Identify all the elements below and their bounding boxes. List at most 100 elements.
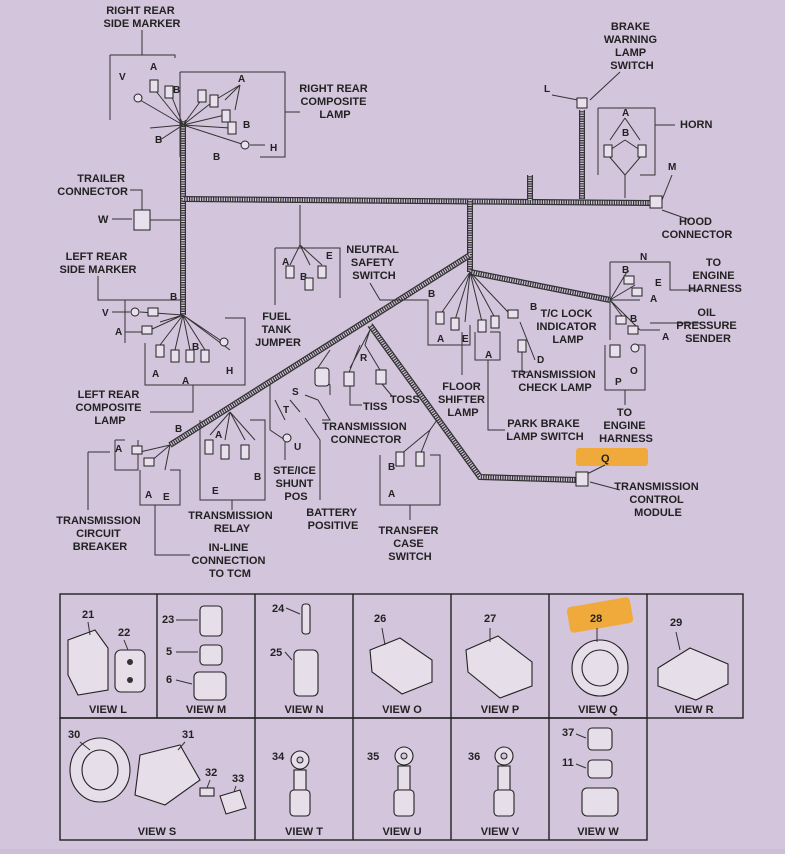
label-to-engine-harness-bottom: TO ENGINE HARNESS	[599, 407, 653, 445]
letter-lrcl-b: B	[192, 342, 199, 353]
part-34-number: 34	[272, 751, 285, 763]
part-31-number: 31	[182, 729, 194, 741]
label-transmission-circuit-breaker: TRANSMISSION CIRCUIT BREAKER	[56, 515, 143, 553]
transfer-case-group: B A TRANSFER CASE SWITCH	[379, 419, 442, 563]
letter-lrsm-v: V	[102, 308, 109, 319]
letter-tcl-b: B	[530, 302, 537, 313]
floor-shifter-group: A FLOOR SHIFTER LAMP PARK BRAKE LAMP SWI…	[438, 331, 584, 443]
letter-fsl-a: A	[485, 350, 492, 361]
view-n-cell: VIEW N 24 25	[270, 603, 324, 716]
label-tc-lock-indicator-lamp: T/C LOCK INDICATOR LAMP	[536, 308, 599, 346]
part-35-number: 35	[367, 751, 379, 763]
view-m-label: VIEW M	[186, 704, 226, 716]
tc-lock-group: B T/C LOCK INDICATOR LAMP D TRANSMISSION…	[507, 302, 599, 394]
trans-relay-group: A B E TRANSMISSION RELAY A B A E TRANSMI…	[56, 411, 273, 580]
letter-eng-a2: A	[662, 332, 669, 343]
letter-rrsm-a: A	[150, 62, 157, 73]
part-22-number: 22	[118, 627, 130, 639]
label-right-rear-side-marker: RIGHT REAR SIDE MARKER	[103, 5, 180, 30]
letter-lrcl-h: H	[226, 366, 233, 377]
letter-hood-m: M	[668, 162, 676, 173]
letter-trailer-w: W	[98, 214, 109, 226]
view-n-label: VIEW N	[284, 704, 323, 716]
label-hood-connector: HOOD CONNECTOR	[662, 216, 733, 241]
part-26-number: 26	[374, 613, 386, 625]
label-toss: TOSS	[390, 394, 420, 406]
label-transmission-connector: TRANSMISSION CONNECTOR	[322, 421, 409, 446]
letter-rrcl-h: H	[270, 143, 277, 154]
view-w-cell: VIEW W 37 11	[562, 727, 619, 838]
view-u-cell: VIEW U 35	[367, 746, 422, 838]
letter-nss-e: E	[462, 334, 469, 345]
label-floor-shifter-lamp: FLOOR SHIFTER LAMP	[438, 381, 488, 419]
letter-relay-e: E	[212, 486, 219, 497]
engine-harness-group: TO ENGINE HARNESS N B E A B A OIL PRESSU…	[599, 252, 742, 445]
view-o-cell: VIEW O 26	[369, 613, 433, 716]
view-l-cell: VIEW L 21 22	[67, 609, 146, 716]
letter-rrsm-b1: B	[173, 85, 180, 96]
part-21-connector	[67, 629, 109, 696]
letter-tiss-r: R	[360, 353, 368, 364]
label-left-rear-composite-lamp: LEFT REAR COMPOSITE LAMP	[75, 389, 144, 427]
part-23-number: 23	[162, 614, 174, 626]
part-36-number: 36	[468, 751, 480, 763]
label-tiss: TISS	[363, 401, 387, 413]
letter-toss-s: S	[292, 387, 299, 398]
letter-tcs-b: B	[388, 462, 395, 473]
letter-nss-a: A	[437, 334, 444, 345]
part-32-number: 32	[205, 767, 217, 779]
neutral-safety-group: NEUTRAL SAFETY SWITCH B A E	[346, 244, 509, 346]
letter-bwls-l: L	[544, 84, 550, 95]
views-grid: VIEW L 21 22 VIEW M 23 5 6 VIEW N 24 25	[59, 593, 744, 841]
part-30-number: 30	[68, 729, 80, 741]
view-m-cell: VIEW M 23 5 6	[162, 605, 227, 716]
label-transmission-check-lamp: TRANSMISSION CHECK LAMP	[511, 369, 598, 394]
letter-rrcl-b: B	[243, 120, 250, 131]
letter-eng-a1: A	[650, 294, 657, 305]
part-26-connector	[369, 637, 433, 695]
letter-eng-n: N	[640, 252, 647, 263]
right-rear-group: RIGHT REAR SIDE MARKER V A B B RIGHT REA…	[103, 5, 371, 163]
part-25-boot	[293, 649, 319, 697]
letter-tcb-a2: A	[145, 490, 152, 501]
letter-lrcl-a2: A	[182, 376, 189, 387]
label-in-line-connection-to-tcm: IN-LINE CONNECTION TO TCM	[191, 542, 268, 580]
part-32-pin	[199, 787, 215, 797]
label-right-rear-composite-lamp: RIGHT REAR COMPOSITE LAMP	[299, 83, 371, 121]
label-transmission-control-module: TRANSMISSION CONTROL MODULE	[614, 481, 701, 519]
letter-rrsm-b2: B	[155, 135, 162, 146]
letter-rrcl-a: A	[238, 74, 245, 85]
letter-tcl-d: D	[537, 355, 544, 366]
part-23-seal	[199, 605, 223, 637]
letter-relay-a: A	[215, 430, 222, 441]
letter-horn-a: A	[622, 108, 629, 119]
part-27-number: 27	[484, 613, 496, 625]
brake-horn-group: BRAKE WARNING LAMP SWITCH L HORN A B M H…	[544, 21, 732, 241]
part-6-number: 6	[166, 674, 172, 686]
view-v-cell: VIEW V 36	[468, 746, 520, 838]
part-37-seal	[587, 727, 613, 751]
letter-eng-b2: B	[630, 314, 637, 325]
view-s-label: VIEW S	[138, 826, 177, 838]
fuel-tank-group: A B E FUEL TANK JUMPER	[255, 205, 341, 349]
label-transfer-case-switch: TRANSFER CASE SWITCH	[379, 525, 442, 563]
letter-horn-b: B	[622, 128, 629, 139]
view-p-label: VIEW P	[481, 704, 520, 716]
label-horn: HORN	[680, 119, 712, 131]
view-o-label: VIEW O	[382, 704, 422, 716]
tcm-group: Q TRANSMISSION CONTROL MODULE	[575, 448, 701, 519]
part-29-connector	[657, 647, 729, 701]
part-11-insert	[587, 759, 613, 779]
label-to-engine-harness-top: TO ENGINE HARNESS	[688, 257, 742, 295]
letter-lrcl-a1: A	[152, 369, 159, 380]
part-25-number: 25	[270, 647, 282, 659]
view-w-label: VIEW W	[577, 826, 619, 838]
label-battery-positive: BATTERY POSITIVE	[306, 507, 360, 532]
view-r-cell: VIEW R 29	[657, 617, 729, 716]
letter-tc-t: T	[283, 405, 289, 416]
part-21-number: 21	[82, 609, 94, 621]
letter-fuel-e: E	[326, 251, 333, 262]
letter-relay-b: B	[254, 472, 261, 483]
label-trailer-connector: TRAILER CONNECTOR	[57, 173, 128, 198]
